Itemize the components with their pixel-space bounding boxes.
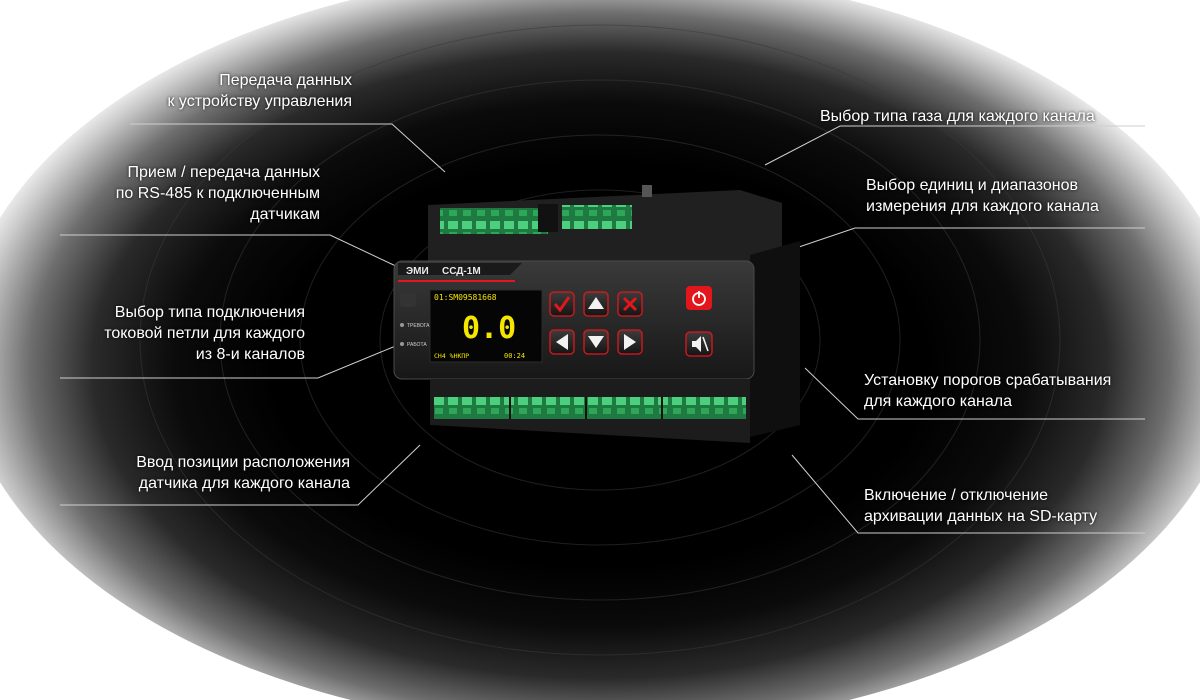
- work-led: [400, 342, 404, 346]
- brand-label: ЭМИ: [406, 266, 429, 277]
- alarm-led-label: ТРЕВОГА: [407, 323, 430, 329]
- callout-position: Ввод позиции расположения датчика для ка…: [136, 454, 350, 492]
- screen-value: 0.0: [462, 311, 516, 346]
- callout-gas-type: Выбор типа газа для каждого канала: [820, 108, 1095, 125]
- arrow-up-icon: [588, 297, 604, 309]
- callout-data-transfer: Передача данных к устройству управления: [167, 72, 352, 110]
- right-button[interactable]: [617, 329, 643, 355]
- callout-archive: Включение / отключение архивации данных …: [864, 487, 1098, 525]
- mute-icon: [692, 336, 709, 352]
- ssd-1m-device: ЭМИ ССД-1М ТРЕВОГА РАБОТА 01:SM09581668 …: [393, 185, 800, 443]
- device-side: [750, 241, 800, 437]
- power-button[interactable]: [686, 286, 712, 310]
- arrow-right-icon: [624, 334, 636, 350]
- up-button[interactable]: [583, 291, 609, 317]
- callout-thresholds: Установку порогов срабатывания для каждо…: [864, 372, 1112, 410]
- sound-off-button[interactable]: [685, 331, 713, 357]
- status-area: ТРЕВОГА РАБОТА: [400, 293, 430, 348]
- screen-time: 00:24: [504, 352, 525, 360]
- screen-channel-line: 01:SM09581668: [434, 293, 497, 302]
- oled-display: 01:SM09581668 0.0 CH4 %НКПР 00:24: [429, 289, 543, 363]
- model-label: ССД-1М: [442, 266, 481, 277]
- top-terminal-block: [428, 185, 782, 265]
- callout-units: Выбор единиц и диапазонов измерения для …: [866, 177, 1099, 215]
- confirm-button[interactable]: [549, 291, 575, 317]
- arrow-left-icon: [556, 334, 568, 350]
- alarm-led: [400, 323, 404, 327]
- keypad: [549, 286, 713, 357]
- arrow-down-icon: [588, 336, 604, 348]
- screen-gas-unit: CH4 %НКПР: [434, 352, 469, 360]
- left-button[interactable]: [549, 329, 575, 355]
- callout-current-loop: Выбор типа подключения токовой петли для…: [104, 304, 305, 363]
- bottom-terminal-block: [430, 379, 750, 443]
- work-led-label: РАБОТА: [407, 342, 427, 348]
- cross-icon: [622, 296, 638, 312]
- callout-rs485: Прием / передача данных по RS-485 к подк…: [115, 164, 320, 223]
- check-icon: [553, 296, 571, 313]
- cancel-button[interactable]: [617, 291, 643, 317]
- down-button[interactable]: [583, 329, 609, 355]
